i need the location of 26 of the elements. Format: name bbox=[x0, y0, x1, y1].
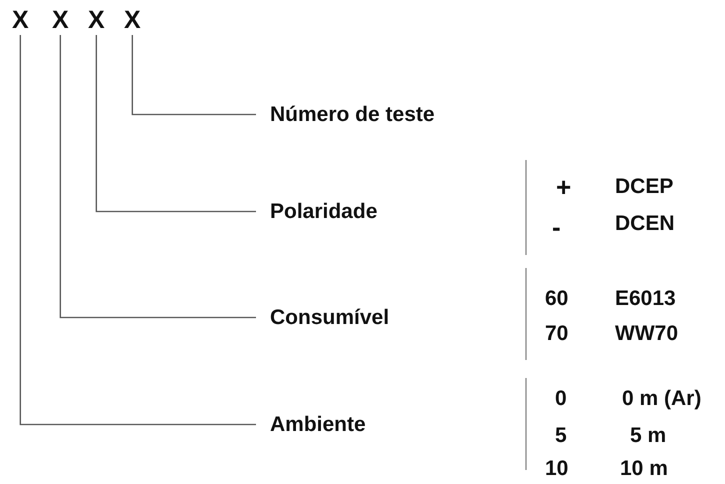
code-symbol: + bbox=[556, 174, 572, 200]
code-number: 70 bbox=[545, 323, 568, 344]
code-number: 60 bbox=[545, 288, 568, 309]
code-number: 10 bbox=[545, 458, 568, 479]
code-number: 0 bbox=[555, 388, 567, 409]
code-number: 5 bbox=[555, 425, 567, 446]
x-letter: X bbox=[52, 8, 69, 33]
leader-line bbox=[96, 35, 256, 212]
code-meaning: 10 m bbox=[620, 458, 668, 479]
code-meaning: 5 m bbox=[630, 425, 666, 446]
field-label: Consumível bbox=[270, 307, 390, 328]
x-letter: X bbox=[12, 8, 29, 33]
code-meaning: E6013 bbox=[615, 288, 676, 309]
leader-line bbox=[132, 35, 256, 116]
code-meaning: WW70 bbox=[615, 323, 678, 344]
leader-line bbox=[20, 35, 256, 426]
field-label: Polaridade bbox=[270, 201, 378, 222]
leader-line bbox=[60, 35, 256, 318]
field-label: Ambiente bbox=[270, 414, 366, 435]
code-meaning: 0 m (Ar) bbox=[622, 388, 702, 409]
x-letter: X bbox=[88, 8, 105, 33]
code-meaning: DCEP bbox=[615, 176, 674, 197]
x-letter: X bbox=[124, 8, 141, 33]
code-symbol: - bbox=[552, 214, 561, 240]
code-meaning: DCEN bbox=[615, 213, 675, 234]
field-label: Número de teste bbox=[270, 104, 435, 125]
